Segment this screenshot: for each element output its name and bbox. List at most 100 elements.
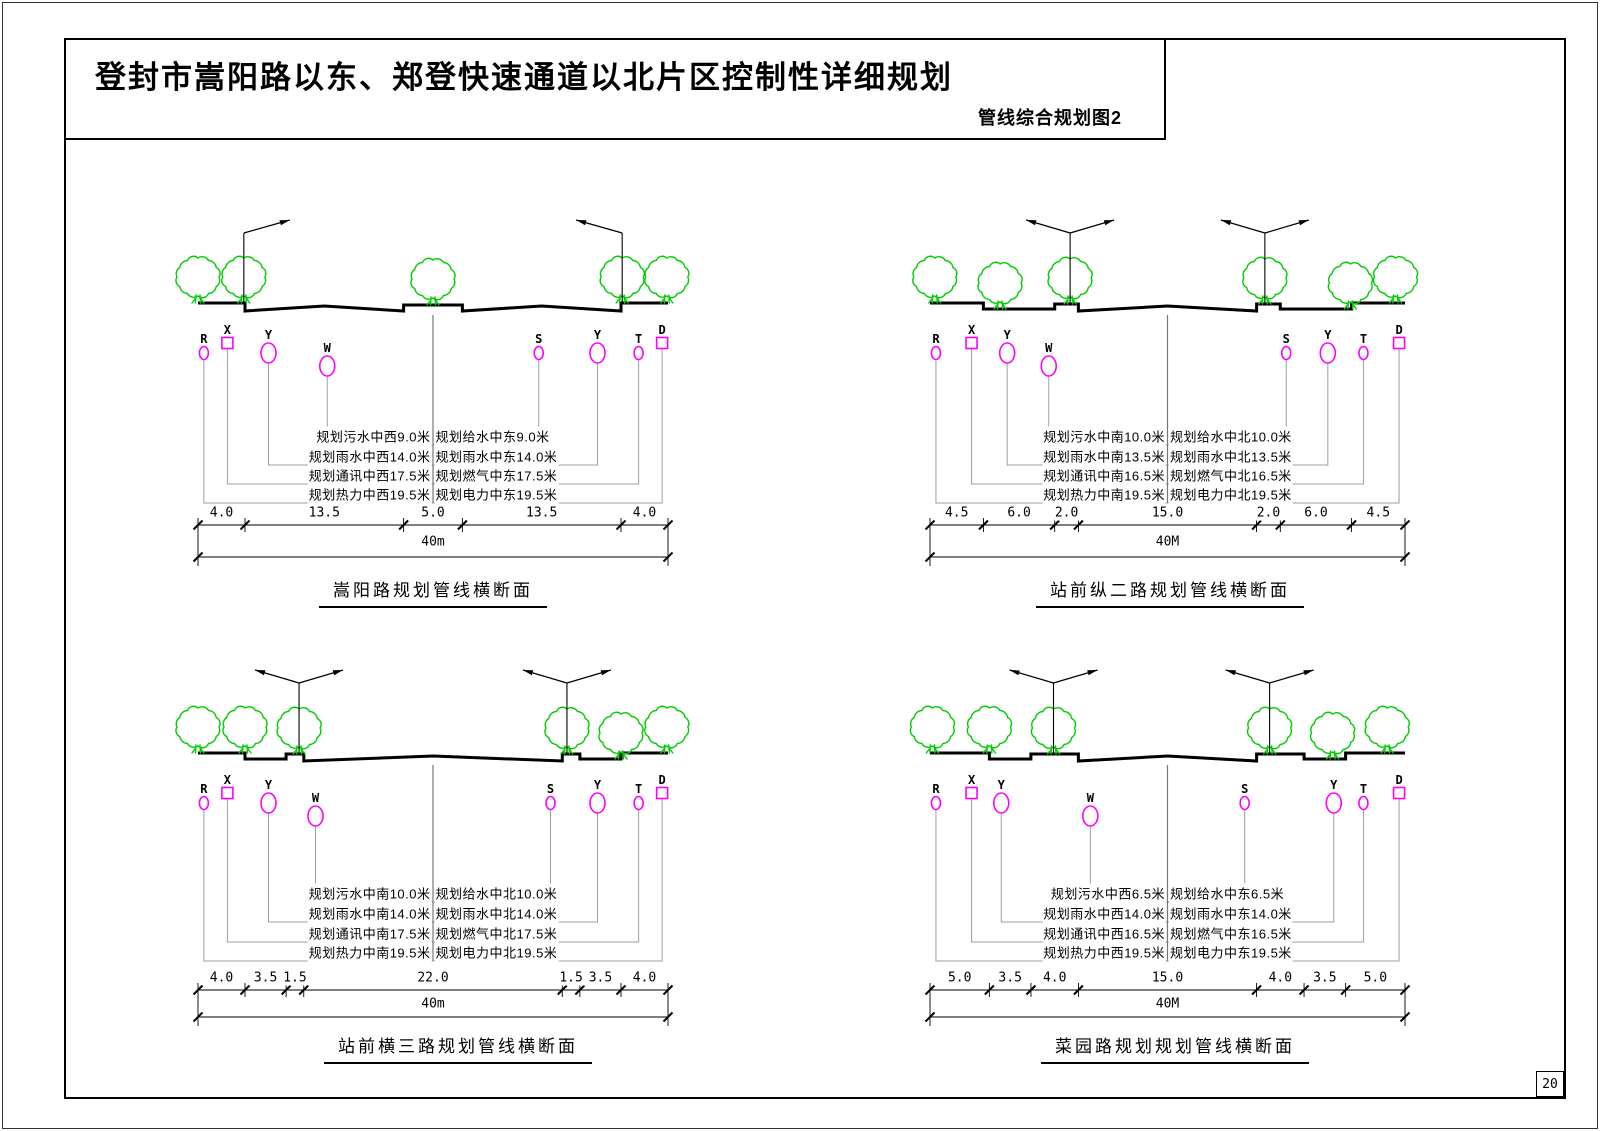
dimension-tick-slash [662, 519, 674, 531]
utility-symbol-W [307, 805, 324, 827]
panel-title-songyang-road: 嵩阳路规划管线横断面 [319, 576, 547, 608]
dimension-tick-slash [1251, 984, 1262, 996]
tree-icon [410, 257, 456, 306]
utility-symbol-T [1358, 795, 1369, 811]
street-lamp-head [255, 670, 266, 676]
tree-icon [1364, 705, 1410, 754]
dimension-tick-slash [1251, 519, 1262, 531]
dimension-tick-slash [398, 519, 409, 531]
dimension-tick-slash [615, 519, 627, 531]
street-lamp-head [279, 220, 290, 226]
dimension-tick-slash [662, 984, 674, 996]
utility-symbol-Y [992, 792, 1010, 814]
dimension-tick-slash [984, 984, 995, 996]
dimension-tick-slash [1399, 519, 1411, 531]
dimension-tick-slash [924, 1011, 936, 1023]
dimension-tick-slash [1340, 984, 1351, 996]
utility-symbol-T [633, 795, 644, 811]
dimension-tick-slash [1399, 984, 1411, 996]
dimension-tick-slash [1399, 551, 1411, 563]
utility-symbol-S [533, 345, 545, 361]
tree-icon [1372, 255, 1419, 304]
dimension-tick-slash [298, 984, 309, 996]
dimension-tick-slash [924, 551, 936, 563]
utility-symbol-R [198, 795, 210, 811]
utility-symbol-D [1392, 786, 1406, 800]
drawing-frame [64, 38, 1566, 1099]
panel-title-caiyuan-road: 菜园路规划规划管线横断面 [1041, 1032, 1309, 1064]
dimension-tick-slash [1346, 519, 1357, 531]
tree-icon [1327, 261, 1374, 310]
tree-icon [912, 255, 958, 304]
utility-symbol-X [221, 786, 234, 800]
utility-symbol-D [1392, 336, 1406, 350]
street-lamp-head [1009, 670, 1020, 676]
road-section-line [198, 301, 668, 313]
utility-symbol-Y [260, 342, 277, 364]
dimension-tick-slash [1073, 984, 1084, 996]
utility-symbol-Y [589, 792, 606, 814]
street-lamp-head [1026, 220, 1037, 226]
tree-icon [977, 261, 1023, 310]
utility-symbol-S [1239, 795, 1250, 811]
road-section-line [198, 751, 668, 763]
utility-symbol-R [930, 795, 942, 811]
panel-title-zhanqian-heng3-road: 站前横三路规划管线横断面 [324, 1032, 592, 1064]
street-lamp-head [1225, 670, 1236, 676]
tree-icon [175, 255, 221, 304]
utility-symbol-Y [1319, 342, 1337, 364]
dimension-tick-slash [1049, 519, 1060, 531]
title-box [64, 38, 1166, 140]
road-section-line [930, 751, 1405, 763]
dimension-tick-slash [574, 984, 586, 996]
dimension-tick-slash [662, 551, 674, 563]
utility-symbol-S [1280, 345, 1292, 361]
tree-icon [175, 705, 221, 754]
utility-symbol-Y [998, 342, 1016, 364]
dimension-tick-slash [239, 519, 251, 531]
utility-symbol-R [198, 345, 210, 361]
utility-symbol-Y [589, 342, 606, 364]
page-title: 登封市嵩阳路以东、郑登快速通道以北片区控制性详细规划 [95, 60, 953, 95]
dimension-tick-slash [924, 519, 936, 531]
dimension-tick-slash [1073, 519, 1084, 531]
dimension-tick-slash [192, 551, 204, 563]
dimension-tick-slash [192, 984, 204, 996]
street-lamp-head [522, 670, 534, 676]
street-lamp-head [576, 220, 587, 226]
dimension-tick-slash [1275, 519, 1286, 531]
street-lamp-head [1103, 220, 1115, 226]
dimension-tick-slash [1025, 984, 1037, 996]
tree-icon [909, 705, 956, 754]
tree-icon [1309, 711, 1356, 760]
utility-symbol-D [655, 336, 669, 350]
dimension-tick-slash [280, 984, 292, 996]
street-lamp-head [1220, 220, 1232, 226]
utility-symbol-X [965, 336, 978, 350]
road-section-line [930, 301, 1405, 313]
dimension-tick-slash [239, 984, 251, 996]
utility-symbol-X [965, 786, 978, 800]
tree-icon [222, 705, 268, 754]
dimension-tick-slash [1298, 984, 1310, 996]
dimension-tick-slash [557, 984, 568, 996]
street-lamp-head [1303, 670, 1314, 676]
utility-symbol-W [318, 355, 336, 377]
tree-icon [644, 705, 690, 754]
utility-symbol-Y [1325, 792, 1343, 814]
utility-symbol-W [1040, 355, 1058, 377]
dimension-tick-slash [1399, 1011, 1411, 1023]
utility-symbol-R [930, 345, 942, 361]
dimension-tick-slash [662, 1011, 674, 1023]
utility-symbol-D [655, 786, 669, 800]
street-lamp-head [332, 670, 344, 676]
tree-icon [598, 711, 644, 760]
panel-title-zhanqian-zong2-road: 站前纵二路规划管线横断面 [1036, 576, 1304, 608]
page-number: 20 [1536, 1071, 1564, 1097]
dimension-tick-slash [615, 984, 627, 996]
utility-symbol-X [221, 336, 234, 350]
dimension-tick-slash [457, 519, 468, 531]
dimension-tick-slash [192, 519, 204, 531]
